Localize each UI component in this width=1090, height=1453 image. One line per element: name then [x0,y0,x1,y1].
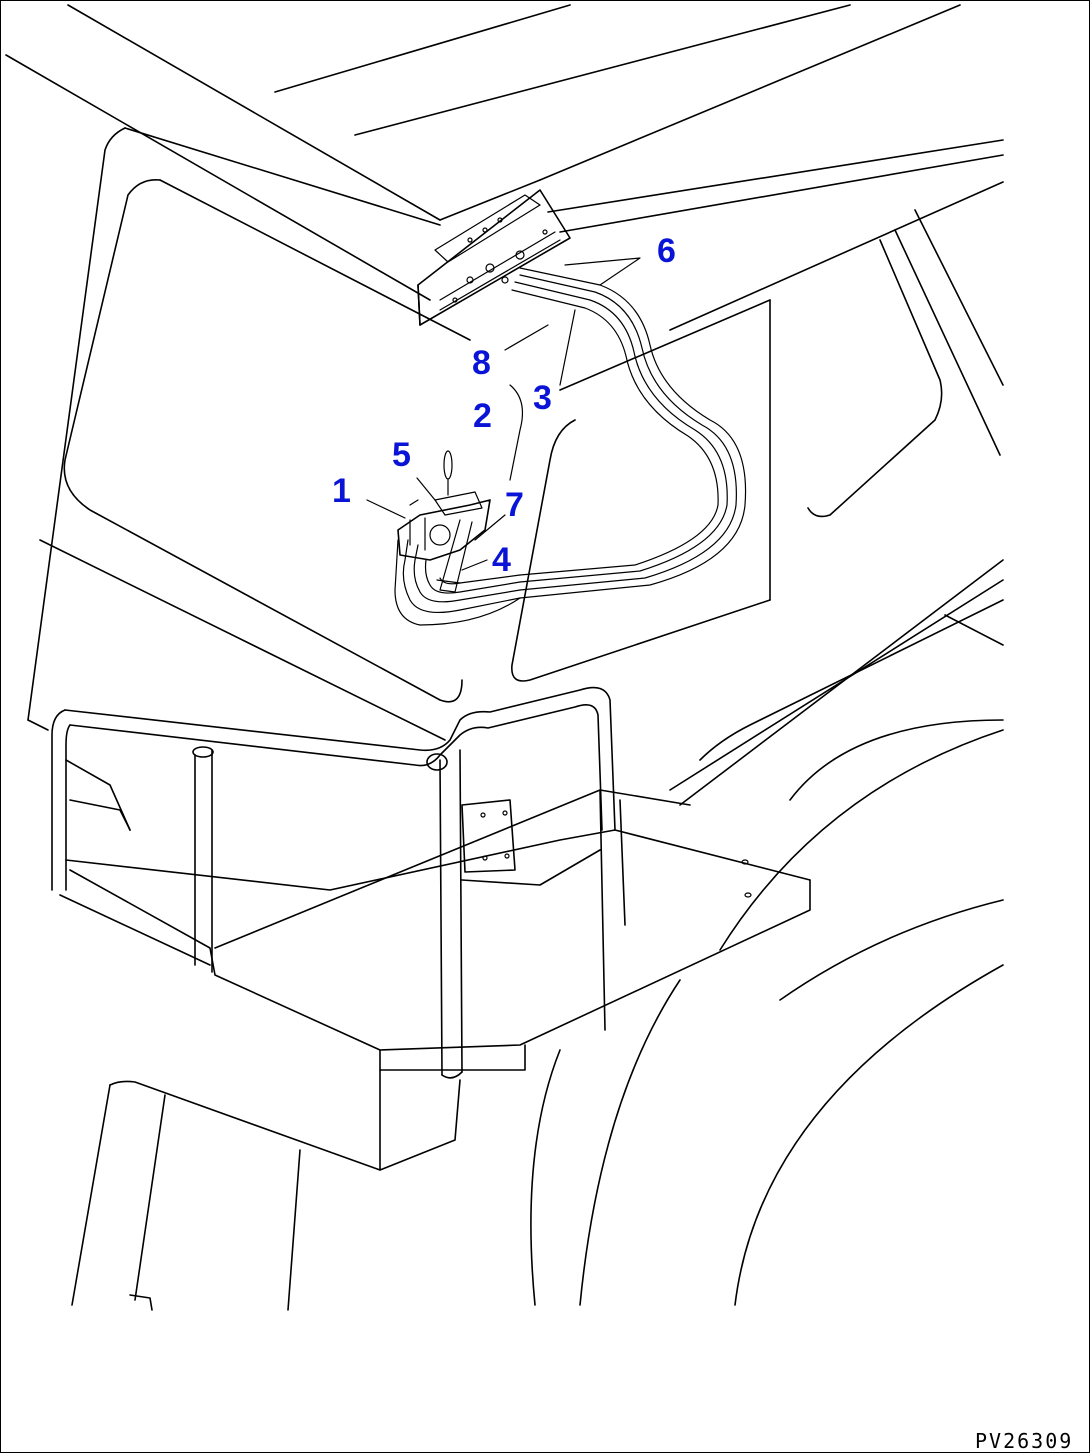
callout-1: 1 [332,472,351,510]
callout-7: 7 [505,486,524,524]
drawing-code: PV26309 [975,1429,1073,1453]
callouts: 1 2 3 4 5 6 7 8 [332,232,676,579]
callout-5: 5 [392,436,411,474]
callout-6: 6 [657,232,676,270]
valve-assembly [397,450,491,593]
callout-8: 8 [472,344,491,382]
handrail [51,686,616,1079]
cab-body [27,127,1004,806]
callout-2: 2 [473,397,492,435]
lower-body [71,719,1004,1311]
platform [27,719,811,1071]
cab-roof [5,4,1004,301]
callout-3: 3 [533,379,552,417]
hose-bundle [394,267,747,626]
overhead-console [417,189,571,326]
callout-4: 4 [492,541,511,579]
leader-lines [366,257,641,571]
